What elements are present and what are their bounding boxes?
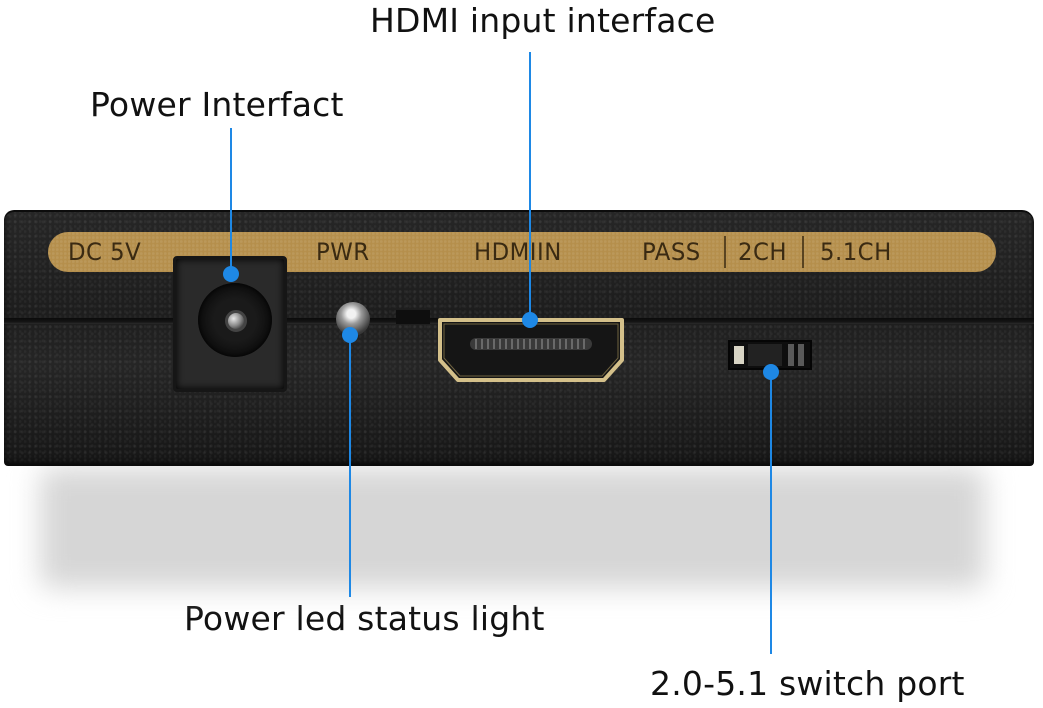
dc-jack-pin	[225, 310, 247, 332]
power-interface-callout-label: Power Interfact	[90, 85, 344, 124]
switch-bar	[788, 344, 794, 366]
hdmi-input-callout-label: HDMI input interface	[370, 1, 716, 40]
switch-port-callout-label: 2.0-5.1 switch port	[650, 664, 965, 703]
switch-bar	[798, 344, 804, 366]
dc-jack-socket	[198, 283, 272, 357]
power-interface-leader-line	[230, 128, 232, 274]
label-divider	[724, 236, 726, 268]
dc-5v-label: DC 5V	[68, 238, 142, 266]
switch-slot	[748, 344, 782, 366]
panel-seam-notch	[396, 310, 430, 324]
power-led-callout-label: Power led status light	[184, 599, 545, 638]
hdmi-in-label: HDMIIN	[474, 238, 562, 266]
2ch-label: 2CH	[738, 238, 787, 266]
power-led-leader-line	[349, 335, 351, 597]
power-led-pointer-dot	[342, 327, 358, 343]
hdmi-input-leader-line	[529, 52, 531, 320]
5-1ch-label: 5.1CH	[820, 238, 892, 266]
switch-knob	[734, 346, 744, 364]
label-divider	[802, 236, 804, 268]
switch-port-pointer-dot	[763, 364, 779, 380]
power-interface-pointer-dot	[223, 266, 239, 282]
hdmi-input-port[interactable]	[434, 314, 628, 386]
hdmi-input-pointer-dot	[522, 312, 538, 328]
device-shadow	[40, 468, 985, 588]
pass-label: PASS	[642, 238, 701, 266]
hdmi-audio-extractor-device: DC 5V PWR HDMIIN PASS 2CH 5.1CH	[4, 210, 1034, 466]
pwr-label: PWR	[316, 238, 370, 266]
switch-port-leader-line	[770, 372, 772, 654]
